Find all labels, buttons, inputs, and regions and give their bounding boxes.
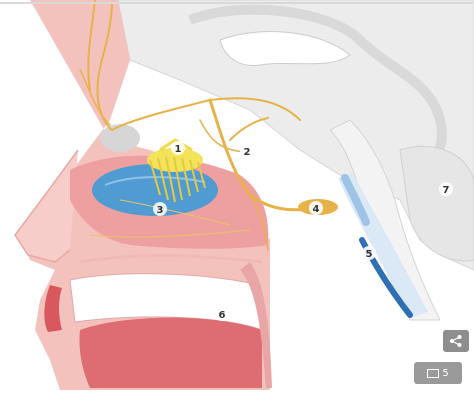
blurred-caption xyxy=(240,388,410,402)
svg-text:7: 7 xyxy=(443,185,450,196)
marker-5: 5 xyxy=(362,246,376,260)
marker-2: 2 xyxy=(240,144,254,158)
marker-4: 4 xyxy=(309,201,323,215)
svg-text:4: 4 xyxy=(313,204,320,215)
share-icon xyxy=(449,334,463,348)
share-button[interactable] xyxy=(443,330,469,352)
frontal-sinus xyxy=(100,124,140,152)
svg-text:2: 2 xyxy=(244,147,251,158)
marker-3: 3 xyxy=(153,202,167,216)
more-images-count: 5 xyxy=(442,368,448,379)
tongue xyxy=(79,318,262,388)
more-images-button[interactable]: 5 xyxy=(414,362,462,384)
svg-text:1: 1 xyxy=(175,144,182,155)
svg-text:6: 6 xyxy=(219,310,226,321)
marker-1: 1 xyxy=(171,141,185,155)
svg-text:3: 3 xyxy=(157,205,164,216)
svg-text:5: 5 xyxy=(366,249,373,260)
marker-6: 6 xyxy=(215,307,229,321)
marker-7: 7 xyxy=(439,182,453,196)
image-stack-icon xyxy=(427,369,439,378)
